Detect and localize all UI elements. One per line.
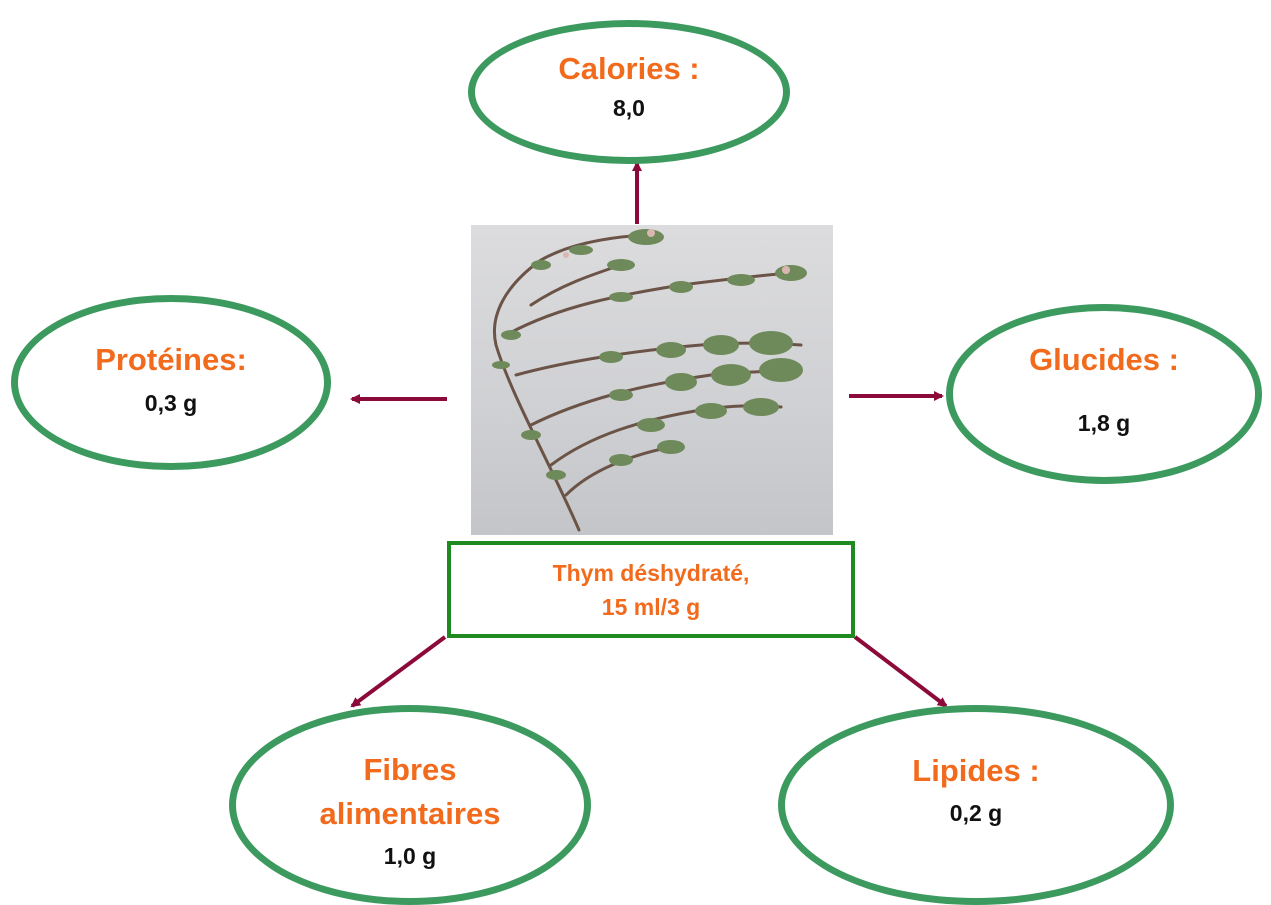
glucides-label: Glucides : xyxy=(946,342,1262,378)
proteines-ellipse xyxy=(11,295,331,470)
arrow-to-fibres xyxy=(352,637,445,706)
arrow-to-lipides xyxy=(855,637,946,706)
product-serving: 15 ml/3 g xyxy=(602,590,700,624)
lipides-label: Lipides : xyxy=(778,753,1174,789)
fibres-label-line1: Fibres xyxy=(229,752,591,788)
product-name: Thym déshydraté, xyxy=(553,556,750,590)
proteines-label: Protéines: xyxy=(11,342,331,378)
calories-value: 8,0 xyxy=(468,95,790,122)
thyme-illustration xyxy=(471,225,833,535)
calories-label: Calories : xyxy=(468,51,790,87)
thyme-plant-image xyxy=(471,225,833,535)
glucides-ellipse xyxy=(946,304,1262,484)
proteines-value: 0,3 g xyxy=(11,390,331,417)
fibres-value: 1,0 g xyxy=(229,843,591,870)
calories-ellipse xyxy=(468,20,790,164)
product-box: Thym déshydraté, 15 ml/3 g xyxy=(447,541,855,638)
fibres-label-line2: alimentaires xyxy=(229,796,591,832)
glucides-value: 1,8 g xyxy=(946,410,1262,437)
lipides-value: 0,2 g xyxy=(778,800,1174,827)
